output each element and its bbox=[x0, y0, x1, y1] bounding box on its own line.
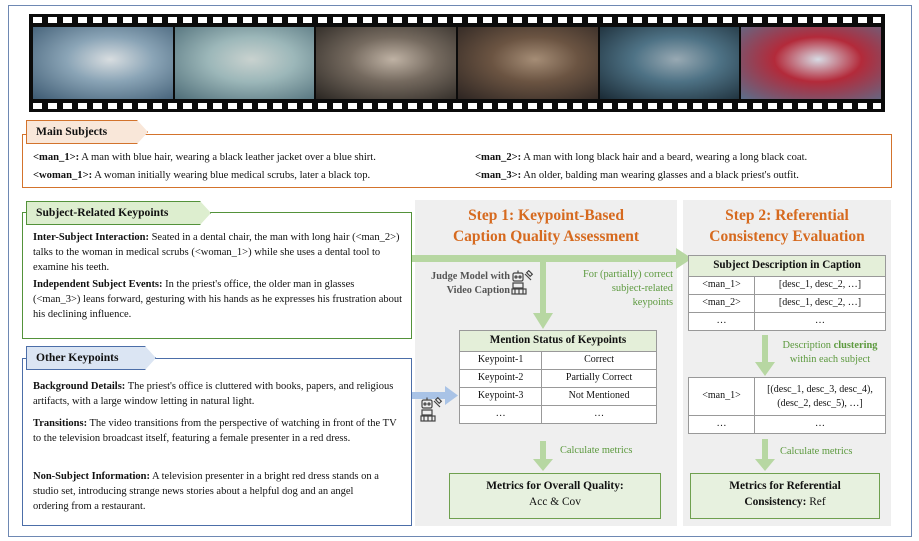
step1-calc-label: Calculate metrics bbox=[560, 445, 633, 456]
step1-calc-arrow bbox=[540, 441, 546, 460]
table-cell: … bbox=[541, 405, 657, 424]
other-keypoints-arrow bbox=[412, 392, 446, 399]
keypoints-to-step2-arrowhead bbox=[676, 248, 692, 269]
table-cell: <man_2> bbox=[688, 294, 755, 313]
keypoint-inter-subject: Inter-Subject Interaction: Seated in a d… bbox=[33, 232, 400, 274]
keypoint-background: Background Details: The priest's office … bbox=[33, 381, 394, 408]
figure-frame bbox=[8, 5, 912, 537]
subject-woman-1: <woman_1>: A woman initially wearing blu… bbox=[33, 170, 371, 181]
film-strip bbox=[29, 14, 885, 112]
referential-consistency-metric: Metrics for Referential Consistency: Ref bbox=[690, 473, 880, 519]
table-cell: [desc_1, desc_2, …] bbox=[754, 276, 886, 295]
step2-cluster-arrowhead bbox=[755, 362, 775, 376]
subject-description-title: Subject Description in Caption bbox=[688, 255, 886, 277]
table-cell: … bbox=[754, 312, 886, 331]
subject-keypoints-tag: Subject-Related Keypoints bbox=[26, 201, 211, 225]
dental-chair-scene-frame bbox=[33, 27, 173, 99]
clustering-table: <man_1> [(desc_1, desc_3, desc_4),(desc_… bbox=[688, 377, 886, 434]
table-cell: Keypoint-2 bbox=[458, 369, 543, 388]
table-row: <man_1> [(desc_1, desc_3, desc_4),(desc_… bbox=[688, 377, 886, 416]
table-cell: Partially Correct bbox=[541, 369, 657, 388]
step1-calc-arrowhead bbox=[533, 459, 553, 471]
table-cell: … bbox=[688, 415, 755, 434]
overall-quality-metric: Metrics for Overall Quality:Acc & Cov bbox=[449, 473, 661, 519]
keypoint-transitions: Transitions: The video transitions from … bbox=[33, 418, 397, 445]
tv-watching-scene-frame bbox=[599, 27, 740, 99]
table-cell: <man_1> bbox=[688, 276, 755, 295]
table-row: …… bbox=[688, 312, 886, 331]
main-subjects-box: <man_1>: A man with blue hair, wearing a… bbox=[22, 134, 892, 188]
clustering-note: Description clustering within each subje… bbox=[782, 340, 878, 366]
table-cell: [desc_1, desc_2, …] bbox=[754, 294, 886, 313]
table-row: …… bbox=[688, 415, 886, 434]
other-keypoints-arrowhead bbox=[445, 386, 458, 405]
keypoint-independent-events: Independent Subject Events: In the pries… bbox=[33, 279, 403, 321]
film-frames bbox=[33, 27, 882, 99]
step1-down-arrow bbox=[540, 262, 546, 314]
step2-cluster-arrow bbox=[762, 335, 768, 363]
film-perforations-bottom bbox=[33, 103, 881, 109]
other-keypoints-box: Background Details: The priest's office … bbox=[22, 358, 412, 526]
step2-calc-label: Calculate metrics bbox=[780, 446, 853, 457]
table-row: …… bbox=[458, 405, 657, 424]
table-cell: Not Mentioned bbox=[541, 387, 657, 406]
table-cell: Keypoint-1 bbox=[458, 351, 543, 370]
table-row: <man_2>[desc_1, desc_2, …] bbox=[688, 294, 886, 313]
tv-presenter-scene-frame bbox=[741, 27, 882, 99]
table-cell: [(desc_1, desc_3, desc_4),(desc_2, desc_… bbox=[754, 377, 886, 416]
table-cell: Keypoint-3 bbox=[458, 387, 543, 406]
judge-robot-icon bbox=[420, 397, 443, 422]
main-subjects-tag: Main Subjects bbox=[26, 120, 148, 144]
priest-office-scene-frame bbox=[316, 27, 457, 99]
table-cell: <man_1> bbox=[688, 377, 755, 416]
step2-calc-arrow bbox=[762, 439, 768, 460]
car-interior-scene-frame bbox=[174, 27, 315, 99]
film-perforations-top bbox=[33, 17, 881, 23]
subject-description-table: Subject Description in Caption <man_1>[d… bbox=[688, 255, 886, 331]
step2-calc-arrowhead bbox=[755, 459, 775, 471]
table-row: <man_1>[desc_1, desc_2, …] bbox=[688, 276, 886, 295]
table-cell: Correct bbox=[541, 351, 657, 370]
mention-status-title: Mention Status of Keypoints bbox=[459, 330, 657, 352]
judge-robot-icon bbox=[511, 270, 534, 295]
keypoints-to-step2-arrow bbox=[412, 255, 676, 262]
table-cell: … bbox=[458, 405, 543, 424]
step1-down-arrowhead bbox=[533, 313, 553, 329]
subject-keypoints-box: Inter-Subject Interaction: Seated in a d… bbox=[22, 212, 412, 339]
subject-man-3: <man_3>: An older, balding man wearing g… bbox=[475, 170, 799, 181]
table-cell: … bbox=[688, 312, 755, 331]
keypoint-non-subject: Non-Subject Information: A television pr… bbox=[33, 471, 379, 513]
table-cell: … bbox=[754, 415, 886, 434]
subject-man-1: <man_1>: A man with blue hair, wearing a… bbox=[33, 152, 376, 163]
other-keypoints-tag: Other Keypoints bbox=[26, 346, 156, 370]
group-on-couch-scene-frame bbox=[458, 27, 598, 99]
subject-man-2: <man_2>: A man with long black hair and … bbox=[475, 152, 808, 163]
